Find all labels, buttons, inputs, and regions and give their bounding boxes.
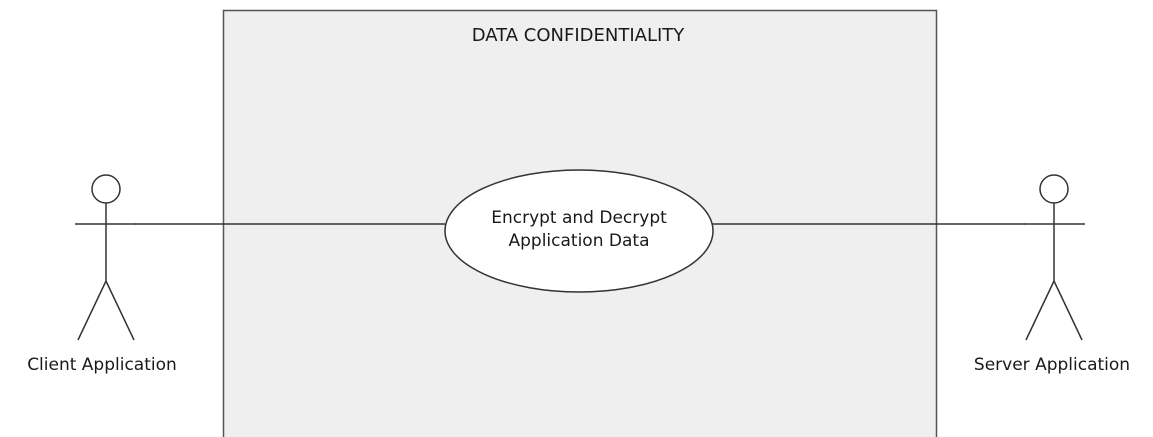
use-case-encrypt-decrypt: Encrypt and Decrypt Application Data	[444, 169, 714, 293]
actor-right-leg	[105, 280, 135, 341]
system-title: DATA CONFIDENTIALITY	[472, 25, 686, 46]
actor-head	[91, 174, 121, 204]
actor-client: Client Application	[27, 174, 177, 375]
actor-head	[1039, 174, 1069, 204]
actor-server: Server Application	[974, 174, 1130, 375]
actor-left-leg	[1025, 280, 1055, 341]
actor-server-label: Server Application	[974, 355, 1130, 375]
actor-left-leg	[77, 280, 107, 341]
actor-client-label: Client Application	[27, 355, 177, 375]
use-case-label-line2: Application Data	[509, 231, 650, 251]
actor-right-leg	[1053, 280, 1083, 341]
use-case-ellipse	[444, 169, 714, 293]
use-case-label-line1: Encrypt and Decrypt	[491, 208, 667, 228]
